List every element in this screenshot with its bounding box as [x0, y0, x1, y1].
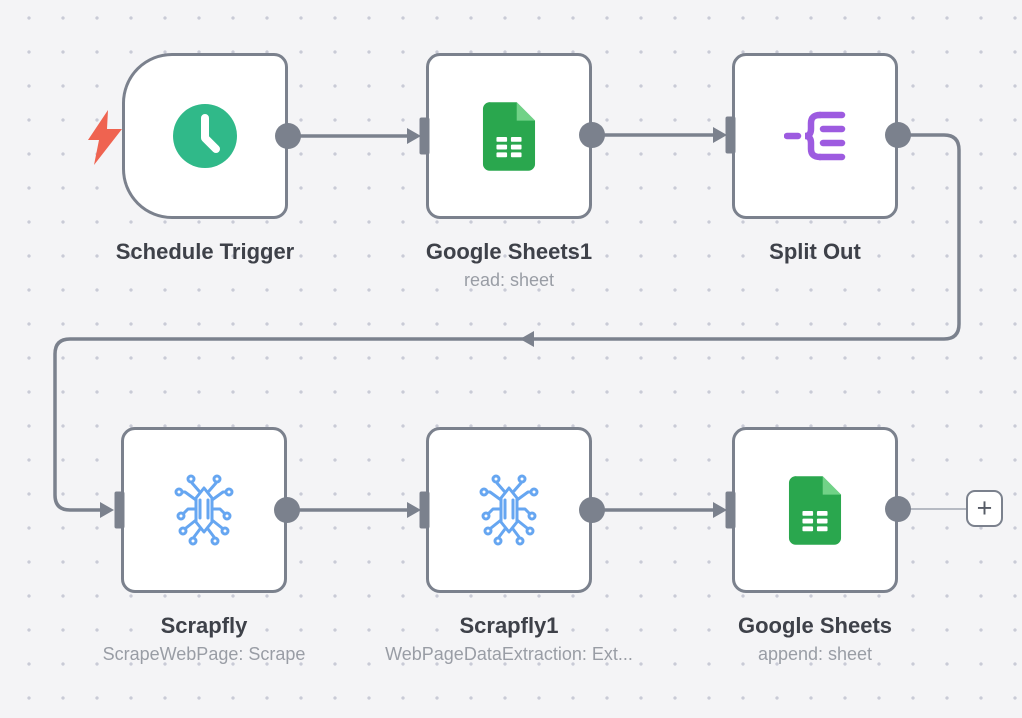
node-schedule-trigger[interactable]	[122, 53, 288, 219]
node-scrapfly[interactable]	[121, 427, 287, 593]
connection-scrapfly1-to-sheets[interactable]	[592, 502, 727, 518]
node-subtitle: append: sheet	[757, 644, 873, 664]
node-google-sheets1[interactable]	[426, 53, 592, 219]
split-out-icon	[735, 56, 895, 216]
node-title: Scrapfly	[160, 613, 248, 638]
node-title: Schedule Trigger	[115, 239, 295, 264]
arrowhead	[713, 502, 727, 518]
node-subtitle: ScrapeWebPage: Scrape	[102, 644, 306, 664]
lightning-bolt-icon	[88, 110, 122, 165]
arrowhead	[407, 502, 421, 518]
plus-icon: +	[976, 493, 993, 523]
node-label: Google Sheets append: sheet	[645, 611, 985, 667]
add-node-button[interactable]: +	[966, 490, 1003, 527]
arrowhead	[520, 331, 534, 347]
node-scrapfly1[interactable]	[426, 427, 592, 593]
spider-chip-icon	[124, 430, 284, 590]
connection-scrapfly-to-scrapfly1[interactable]	[287, 502, 421, 518]
node-title: Scrapfly1	[459, 613, 559, 638]
node-label: Scrapfly ScrapeWebPage: Scrape	[34, 611, 374, 667]
node-label: Scrapfly1 WebPageDataExtraction: Ext...	[339, 611, 679, 667]
connection-schedule-to-sheets1[interactable]	[288, 128, 421, 144]
node-subtitle: WebPageDataExtraction: Ext...	[385, 644, 633, 664]
node-title: Google Sheets1	[425, 239, 593, 264]
node-label: Schedule Trigger	[35, 237, 375, 267]
google-sheets-icon	[429, 56, 589, 216]
node-google-sheets[interactable]	[732, 427, 898, 593]
spider-chip-icon	[429, 430, 589, 590]
node-label: Google Sheets1 read: sheet	[339, 237, 679, 293]
node-label: Split Out	[645, 237, 985, 267]
google-sheets-icon	[735, 430, 895, 590]
connection-sheets1-to-splitout[interactable]	[592, 127, 727, 143]
node-subtitle: read: sheet	[463, 270, 555, 290]
arrowhead	[407, 128, 421, 144]
arrowhead	[713, 127, 727, 143]
arrowhead	[100, 502, 114, 518]
node-split-out[interactable]	[732, 53, 898, 219]
clock-icon	[125, 56, 285, 216]
node-title: Google Sheets	[737, 613, 893, 638]
node-title: Split Out	[769, 239, 861, 264]
